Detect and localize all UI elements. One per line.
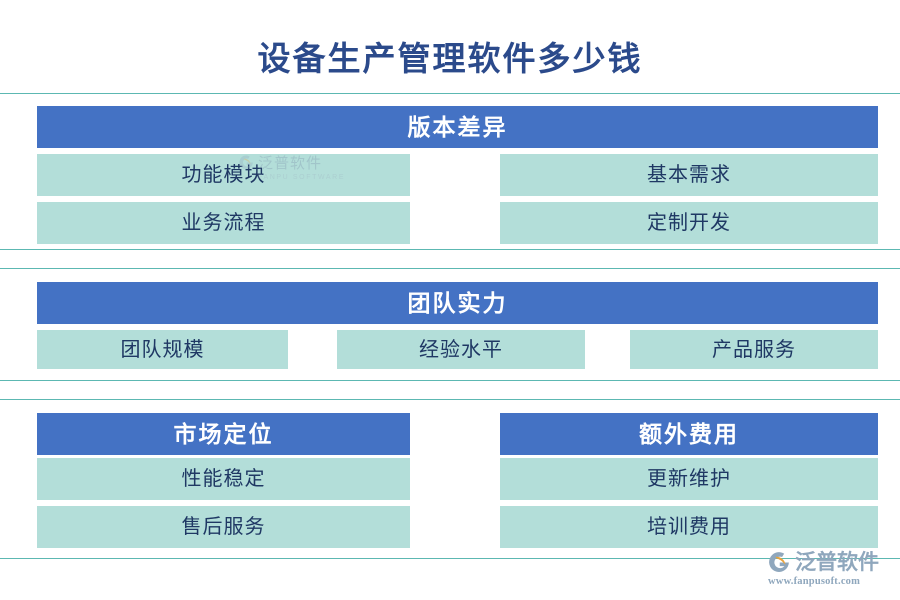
- brand-logo[interactable]: 泛普软件 www.fanpusoft.com: [767, 550, 893, 588]
- page-title: 设备生产管理软件多少钱: [257, 42, 643, 78]
- brand-logo-row: 泛普软件: [767, 550, 893, 575]
- section-item-experience-level[interactable]: 经验水平: [337, 330, 585, 369]
- section-header-team-strength[interactable]: 团队实力: [37, 282, 878, 324]
- divider-section3-bottom: [0, 558, 900, 559]
- divider-section3-top: [0, 399, 900, 400]
- section-item-business-process[interactable]: 业务流程: [37, 202, 410, 244]
- brand-logo-url: www.fanpusoft.com: [768, 576, 861, 587]
- fanpu-logo-mark-icon: [769, 552, 789, 572]
- divider-below-title: [0, 93, 900, 94]
- section-item-custom-development[interactable]: 定制开发: [500, 202, 878, 244]
- section-item-basic-requirement[interactable]: 基本需求: [500, 154, 878, 196]
- divider-section1-bottom: [0, 249, 900, 250]
- section-item-after-sales-service[interactable]: 售后服务: [37, 506, 410, 548]
- divider-section2-bottom: [0, 380, 900, 381]
- section-item-training-cost[interactable]: 培训费用: [500, 506, 878, 548]
- section-item-function-module[interactable]: 功能模块: [37, 154, 410, 196]
- section-item-update-maintenance[interactable]: 更新维护: [500, 458, 878, 500]
- page-title-container: 设备生产管理软件多少钱: [0, 38, 900, 82]
- section-item-team-size[interactable]: 团队规模: [37, 330, 288, 369]
- divider-section2-top: [0, 268, 900, 269]
- brand-logo-name: 泛普软件: [795, 551, 879, 574]
- section-header-market-position[interactable]: 市场定位: [37, 413, 410, 455]
- section-header-extra-cost[interactable]: 额外费用: [500, 413, 878, 455]
- section-item-product-service[interactable]: 产品服务: [630, 330, 878, 369]
- section-header-version-difference[interactable]: 版本差异: [37, 106, 878, 148]
- section-item-performance-stability[interactable]: 性能稳定: [37, 458, 410, 500]
